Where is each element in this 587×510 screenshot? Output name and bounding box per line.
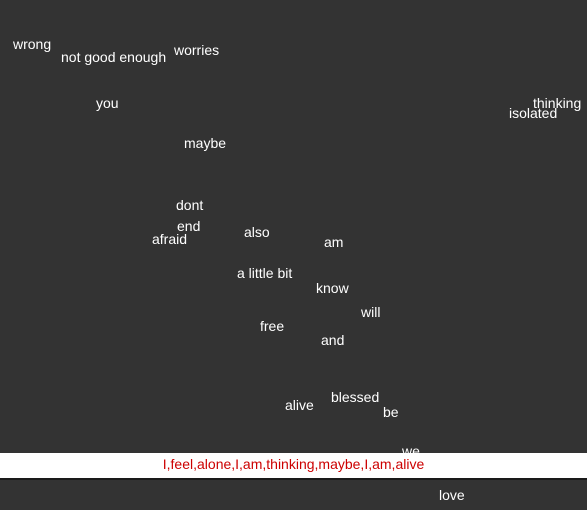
word-free[interactable]: free (260, 318, 285, 334)
word-isolated[interactable]: isolated (509, 105, 558, 121)
word-wrong[interactable]: wrong (13, 36, 52, 52)
word-a-little-bit[interactable]: a little bit (237, 265, 293, 281)
word-not-good-enough[interactable]: not good enough (61, 49, 167, 65)
word-and[interactable]: and (321, 332, 345, 348)
word-you[interactable]: you (96, 95, 119, 111)
word-maybe[interactable]: maybe (184, 135, 227, 151)
word-alive[interactable]: alive (285, 397, 314, 413)
word-worries[interactable]: worries (174, 42, 220, 58)
word-also[interactable]: also (244, 224, 270, 240)
word-dont[interactable]: dont (176, 197, 204, 213)
word-will[interactable]: will (361, 304, 381, 320)
word-thinking[interactable]: thinking (533, 95, 582, 111)
word-afraid[interactable]: afraid (152, 231, 188, 247)
word-am[interactable]: am (324, 234, 344, 250)
word-end[interactable]: end (177, 218, 201, 234)
lower-word-area: love (0, 478, 587, 510)
word-love[interactable]: love (439, 487, 465, 503)
sentence-text: I,feel,alone,I,am,thinking,maybe,I,am,al… (162, 456, 425, 472)
word-be[interactable]: be (383, 404, 399, 420)
word-blessed[interactable]: blessed (331, 389, 380, 405)
word-know[interactable]: know (316, 280, 349, 296)
sentence-bar: I,feel,alone,I,am,thinking,maybe,I,am,al… (0, 453, 587, 478)
